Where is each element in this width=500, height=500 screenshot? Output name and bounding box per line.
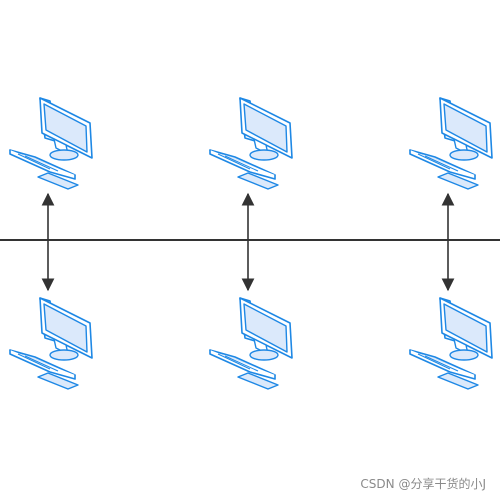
desktop-computer-icon — [209, 297, 293, 390]
desktop-computer-icon — [409, 97, 493, 190]
desktop-computer-icon — [409, 297, 493, 390]
desktop-computer-icon — [9, 297, 93, 390]
desktop-computer-icon — [9, 97, 93, 190]
desktop-computer-icon — [209, 97, 293, 190]
watermark: CSDN @分享干货的小J — [360, 477, 486, 491]
